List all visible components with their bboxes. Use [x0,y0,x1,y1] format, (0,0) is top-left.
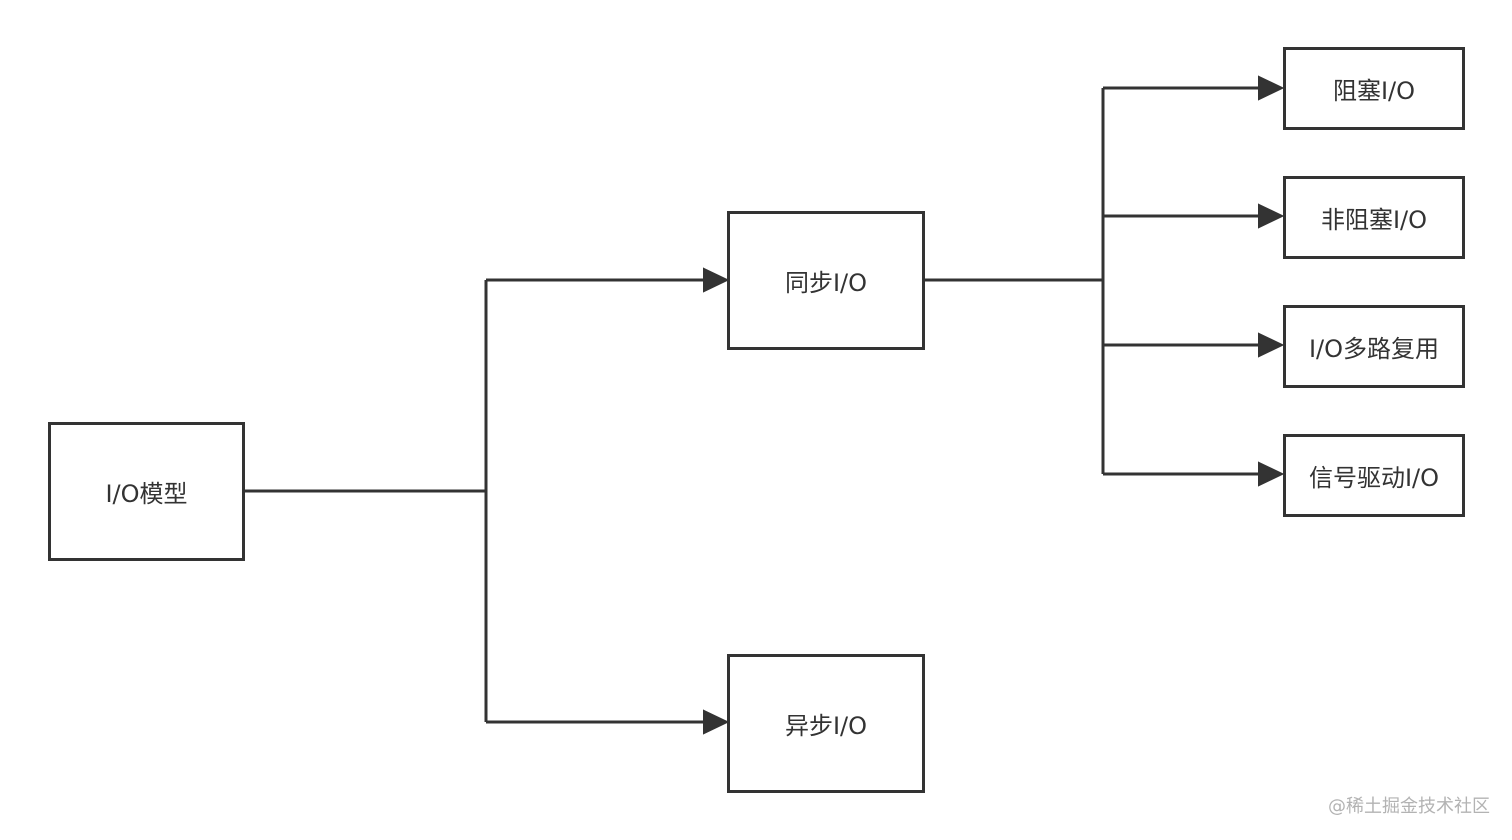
arrowhead-async [703,709,730,735]
node-sync-io: 同步I/O [727,211,925,350]
node-async-io: 异步I/O [727,654,925,793]
arrowhead-multiplexing [1258,332,1285,358]
node-nonblocking-io: 非阻塞I/O [1283,176,1465,259]
watermark-text: @稀土掘金技术社区 [1328,796,1490,817]
edge-root-trunk [245,280,488,722]
node-signal-driven-io: 信号驱动I/O [1283,434,1465,517]
node-io-multiplexing: I/O多路复用 [1283,305,1465,388]
arrowhead-blocking [1258,75,1285,101]
node-io-model: I/O模型 [48,422,245,561]
arrowhead-nonblocking [1258,203,1285,229]
arrowhead-signal [1258,461,1285,487]
node-blocking-io: 阻塞I/O [1283,47,1465,130]
arrowhead-sync [703,267,730,293]
edge-sync-trunk [925,88,1105,474]
